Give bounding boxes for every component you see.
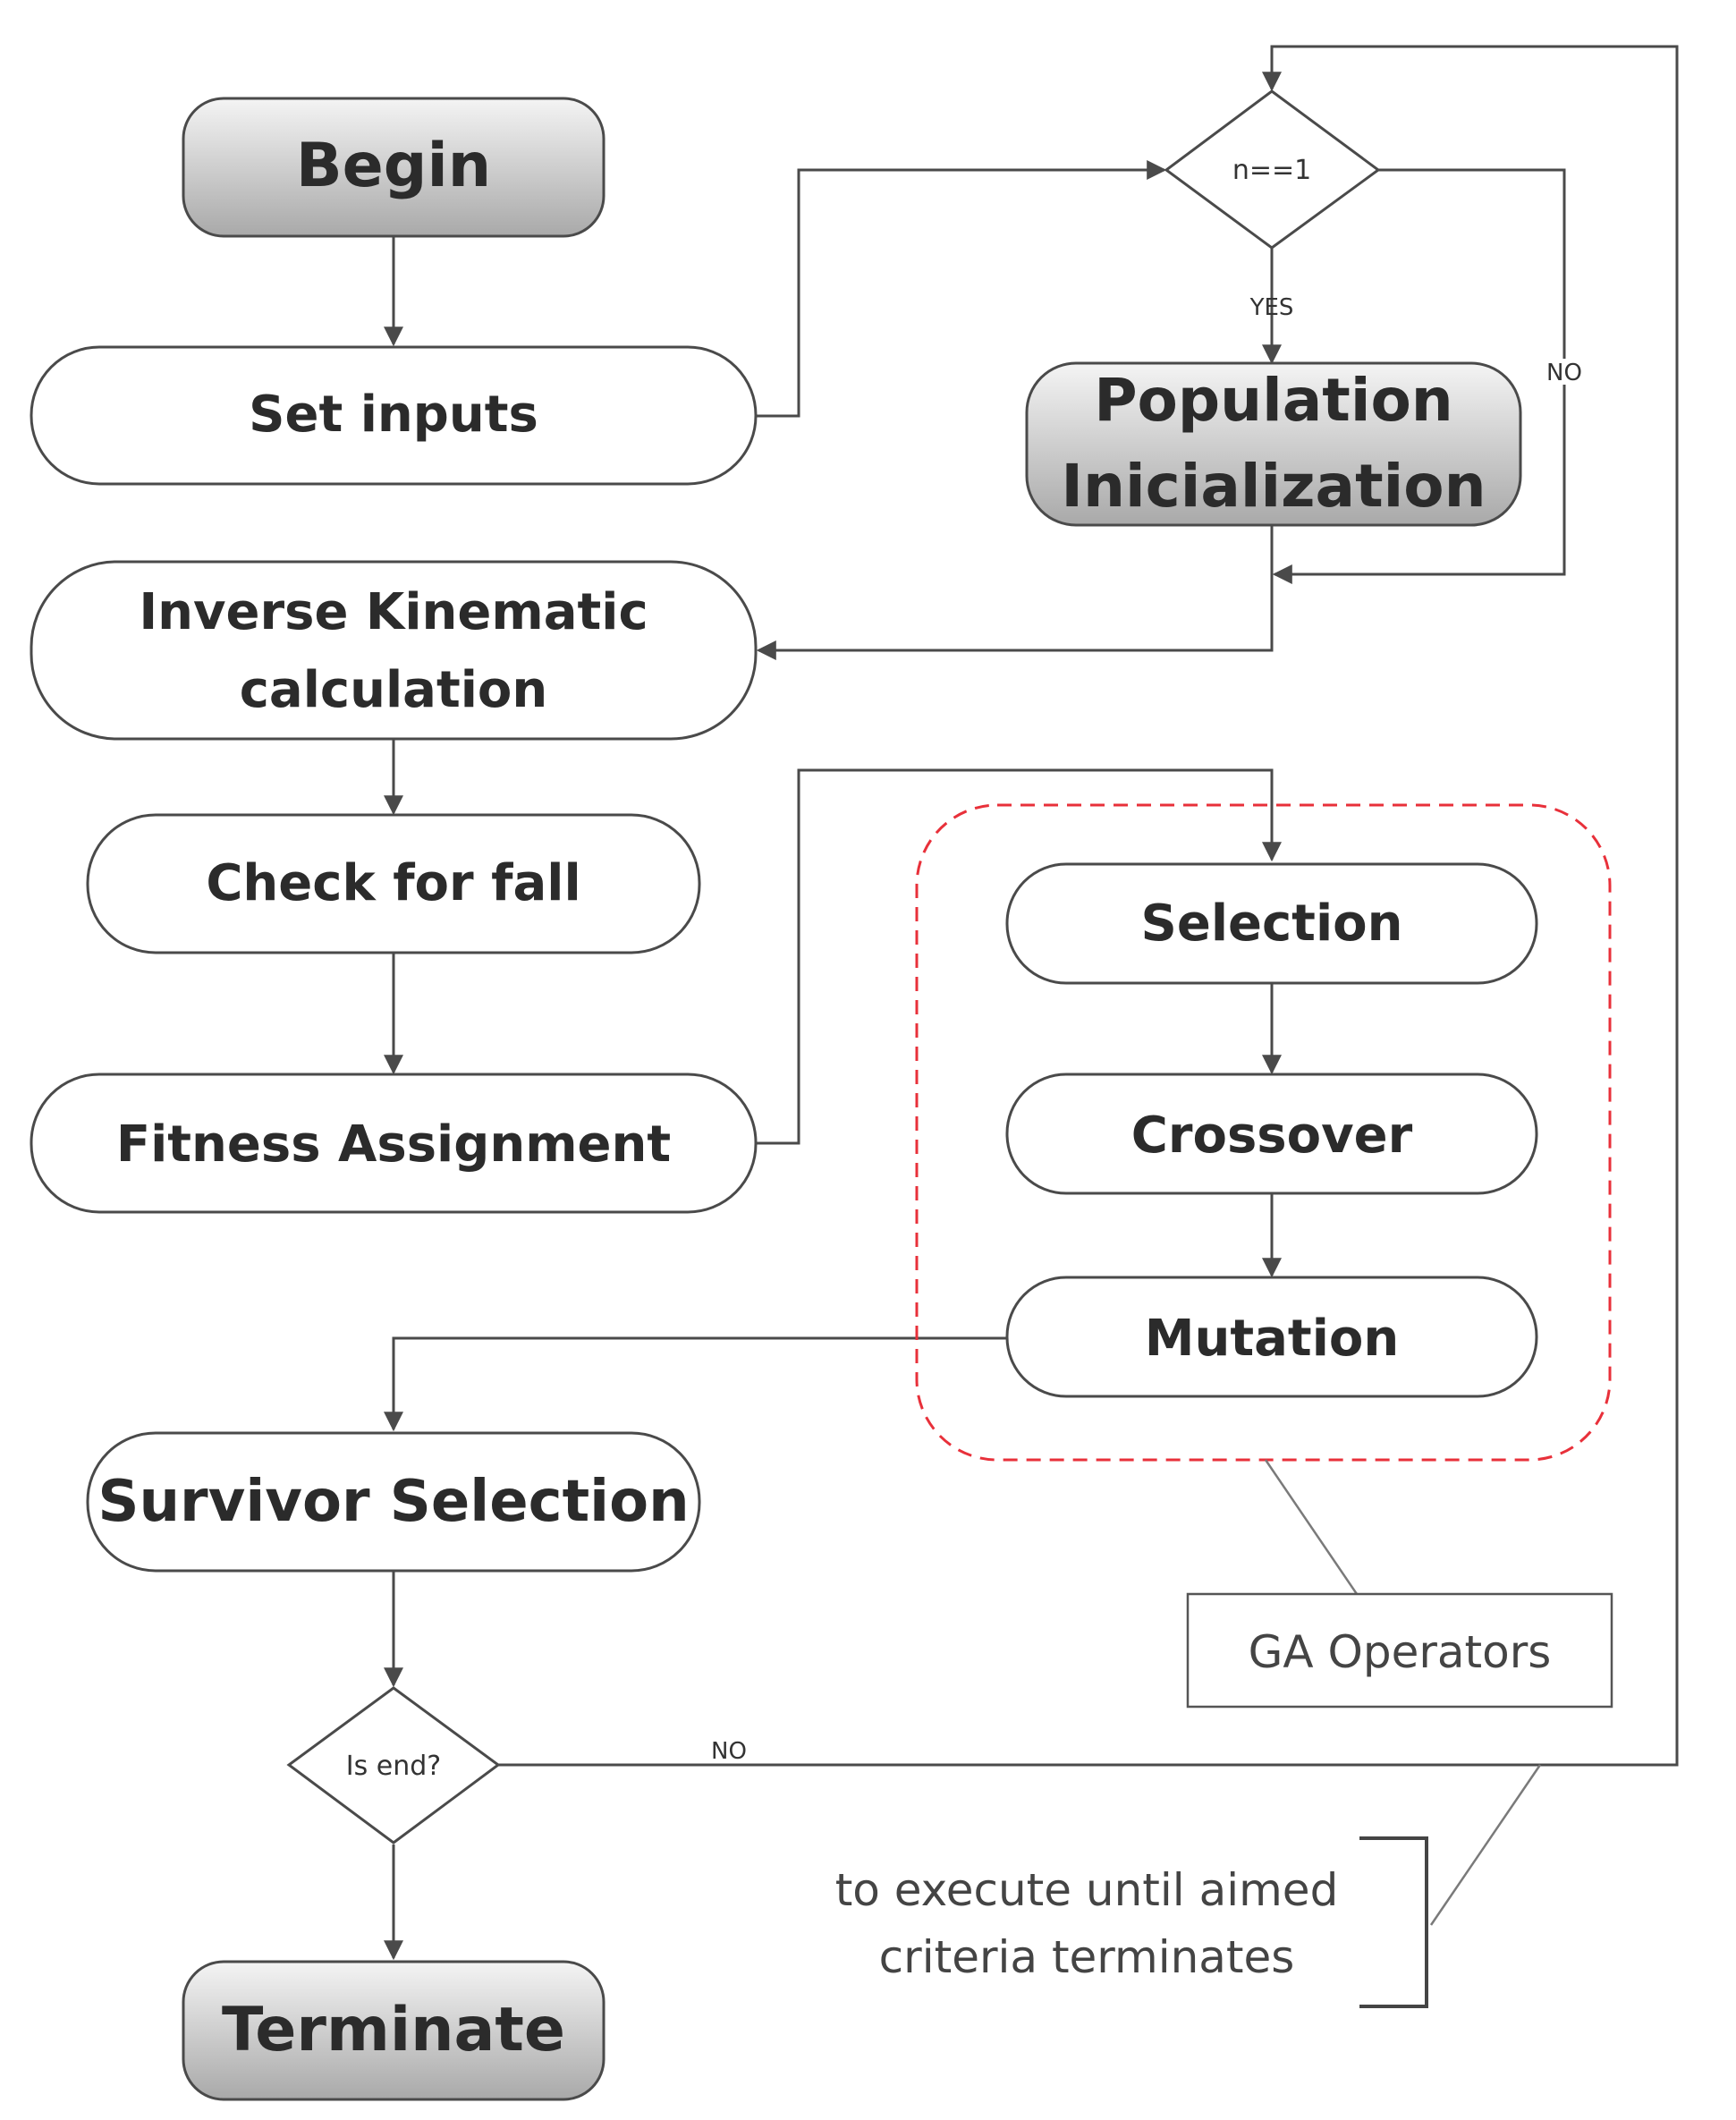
terminate-node: [182, 1960, 605, 2101]
mutation-label: Mutation: [1145, 1310, 1399, 1368]
no-label-bottom: NO: [711, 1738, 747, 1765]
n-check-decision: [1164, 89, 1381, 250]
terminate-label: Terminate: [222, 1995, 565, 2065]
inverse-kinematic-label-1: Inverse Kinematic: [139, 583, 648, 641]
is-end-label: Is end?: [346, 1751, 441, 1782]
is-end-decision: [286, 1686, 501, 1844]
survivor-selection-node: [86, 1431, 701, 1573]
check-for-fall-label: Check for fall: [206, 854, 580, 912]
loop-note-bracket: [1359, 1836, 1428, 2008]
crossover-label: Crossover: [1131, 1107, 1413, 1165]
yes-label: YES: [1249, 294, 1294, 321]
loop-note-callout-line: [1429, 1764, 1542, 1926]
inverse-kinematic-label-2: calculation: [240, 661, 548, 719]
ga-operators-callout-line: [1264, 1459, 1359, 1595]
population-label-1: Population: [1094, 366, 1453, 435]
inverse-kinematic-node: [30, 560, 758, 741]
edge-n-check-no: [1272, 168, 1566, 584]
ga-operators-label: GA Operators: [1249, 1626, 1552, 1678]
fitness-assignment-label: Fitness Assignment: [116, 1115, 671, 1174]
begin-node: [182, 97, 605, 238]
edge-is-end-no-loop: [498, 45, 1679, 1767]
edge-fitness-to-selection: [756, 768, 1282, 1145]
begin-label: Begin: [296, 131, 491, 201]
check-for-fall-node: [86, 813, 701, 954]
n-check-label: n==1: [1232, 155, 1311, 186]
population-node: [1025, 361, 1522, 527]
selection-label: Selection: [1141, 895, 1403, 953]
set-inputs-node: [30, 345, 758, 486]
mutation-node: [1005, 1276, 1538, 1398]
loop-note-line1: to execute until aimed: [835, 1864, 1339, 1916]
survivor-selection-label: Survivor Selection: [97, 1469, 689, 1535]
no-label-top: NO: [1546, 360, 1582, 386]
ga-operators-box: [1186, 1592, 1613, 1709]
edge-population-to-inverse: [756, 525, 1274, 660]
set-inputs-label: Set inputs: [249, 386, 538, 444]
selection-node: [1005, 862, 1538, 985]
edge-set-inputs-to-n-check: [756, 160, 1167, 418]
crossover-node: [1005, 1073, 1538, 1195]
ga-operators-group: [915, 803, 1612, 1462]
fitness-assignment-node: [30, 1073, 758, 1214]
loop-note-line2: criteria terminates: [879, 1931, 1295, 1983]
population-label-2: Inicialization: [1061, 452, 1486, 521]
edge-mutation-to-survivor: [384, 1336, 1007, 1432]
